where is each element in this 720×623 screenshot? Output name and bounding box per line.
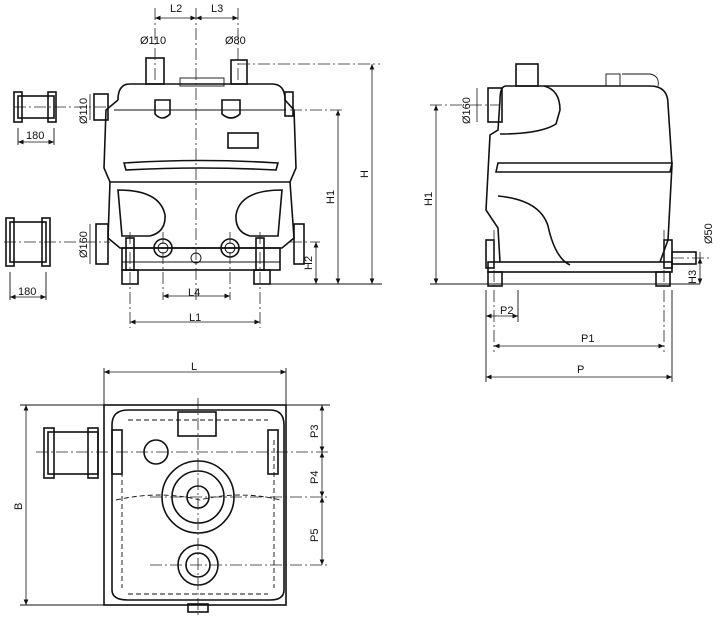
label-L2: L2 (170, 3, 182, 15)
tank-dome (117, 83, 286, 101)
label-180-b: 180 (18, 286, 36, 298)
label-P5: P5 (309, 529, 321, 542)
label-d160-low: Ø160 (78, 231, 90, 258)
side-dome (506, 85, 673, 166)
label-P: P (577, 364, 584, 376)
pipe-piece-110 (17, 95, 55, 119)
label-H3: H3 (687, 270, 699, 284)
label-plate (227, 132, 259, 149)
label-d110-top: Ø110 (140, 35, 166, 47)
label-B: B (13, 503, 25, 510)
label-L: L (191, 361, 197, 373)
label-H1-front: H1 (325, 190, 337, 204)
label-P3: P3 (309, 425, 321, 438)
label-L4: L4 (188, 287, 200, 299)
label-H1-side: H1 (423, 192, 435, 206)
side-view (430, 63, 712, 382)
top-outline (103, 404, 287, 606)
label-L3: L3 (211, 3, 223, 15)
label-d110-side: Ø110 (78, 98, 90, 124)
pipe-piece-160 (9, 221, 47, 263)
label-d80-top: Ø80 (225, 35, 246, 47)
label-180-a: 180 (26, 130, 44, 142)
label-d50: Ø50 (703, 223, 715, 244)
front-view (4, 8, 382, 328)
label-d160-side: Ø160 (461, 97, 473, 124)
dimension-labels: L2 L3 Ø110 Ø80 L4 L1 180 180 L P1 P P2 Ø… (13, 3, 715, 542)
label-P2: P2 (500, 305, 513, 317)
label-P1: P1 (581, 333, 594, 345)
tank-base (121, 247, 281, 271)
pipe-piece-top (47, 431, 99, 475)
label-H: H (359, 170, 371, 178)
side-front-body (485, 85, 507, 263)
label-P4: P4 (309, 471, 321, 484)
label-H2: H2 (303, 256, 315, 270)
label-L1: L1 (189, 312, 201, 324)
top-view (20, 368, 330, 618)
